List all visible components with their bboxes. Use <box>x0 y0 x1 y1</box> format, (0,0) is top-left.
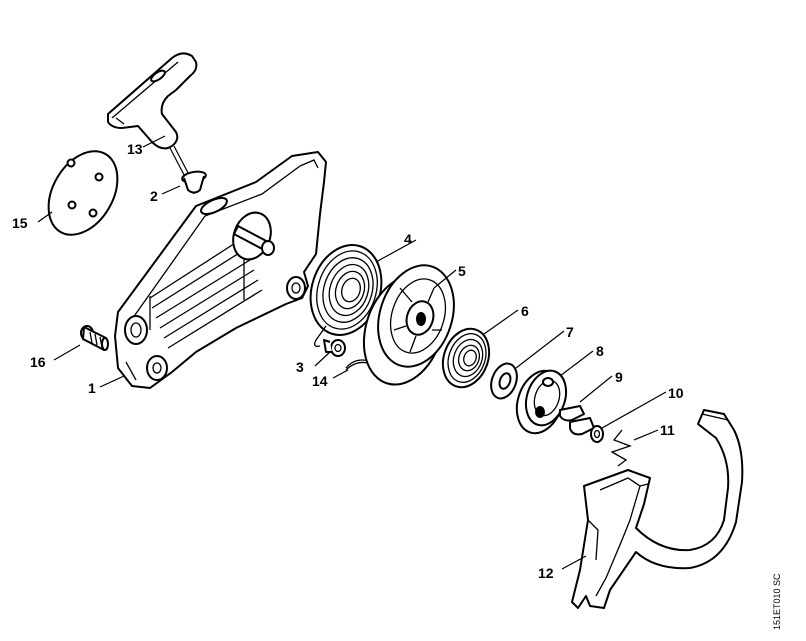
part-10-washer[interactable] <box>590 425 604 443</box>
callout-6: 6 <box>521 303 529 319</box>
callout-11: 11 <box>660 422 675 438</box>
part-15-plate[interactable] <box>35 139 132 247</box>
drawing-reference: 151ET010 SC <box>772 573 782 630</box>
callout-10: 10 <box>668 385 684 401</box>
part-1-fan-housing[interactable] <box>114 151 327 389</box>
callout-15: 15 <box>12 215 28 231</box>
part-6-spring[interactable] <box>435 322 497 393</box>
part-8-carrier[interactable] <box>509 365 573 439</box>
leader-lines <box>37 135 667 570</box>
callout-8: 8 <box>596 343 604 359</box>
part-9-pawls[interactable] <box>559 405 595 436</box>
callout-7: 7 <box>566 324 574 340</box>
callout-3: 3 <box>296 359 304 375</box>
callout-1: 1 <box>88 380 96 396</box>
callout-14: 14 <box>312 373 328 389</box>
part-12-guard[interactable] <box>571 409 744 609</box>
part-13-starter-grip[interactable] <box>107 52 199 195</box>
callout-12: 12 <box>538 565 554 581</box>
part-16-screw[interactable] <box>80 325 109 351</box>
callout-16: 16 <box>30 354 46 370</box>
callout-5: 5 <box>458 263 466 279</box>
callout-13: 13 <box>127 141 143 157</box>
part-7-washer[interactable] <box>487 360 522 402</box>
part-5-rope-rotor[interactable] <box>351 255 467 395</box>
callout-2: 2 <box>150 188 158 204</box>
part-11-spring-clip[interactable] <box>610 429 632 467</box>
part-3-screw[interactable] <box>323 339 346 357</box>
callout-4: 4 <box>404 231 412 247</box>
part-2-rope-guide[interactable] <box>181 170 207 194</box>
callout-9: 9 <box>615 369 623 385</box>
